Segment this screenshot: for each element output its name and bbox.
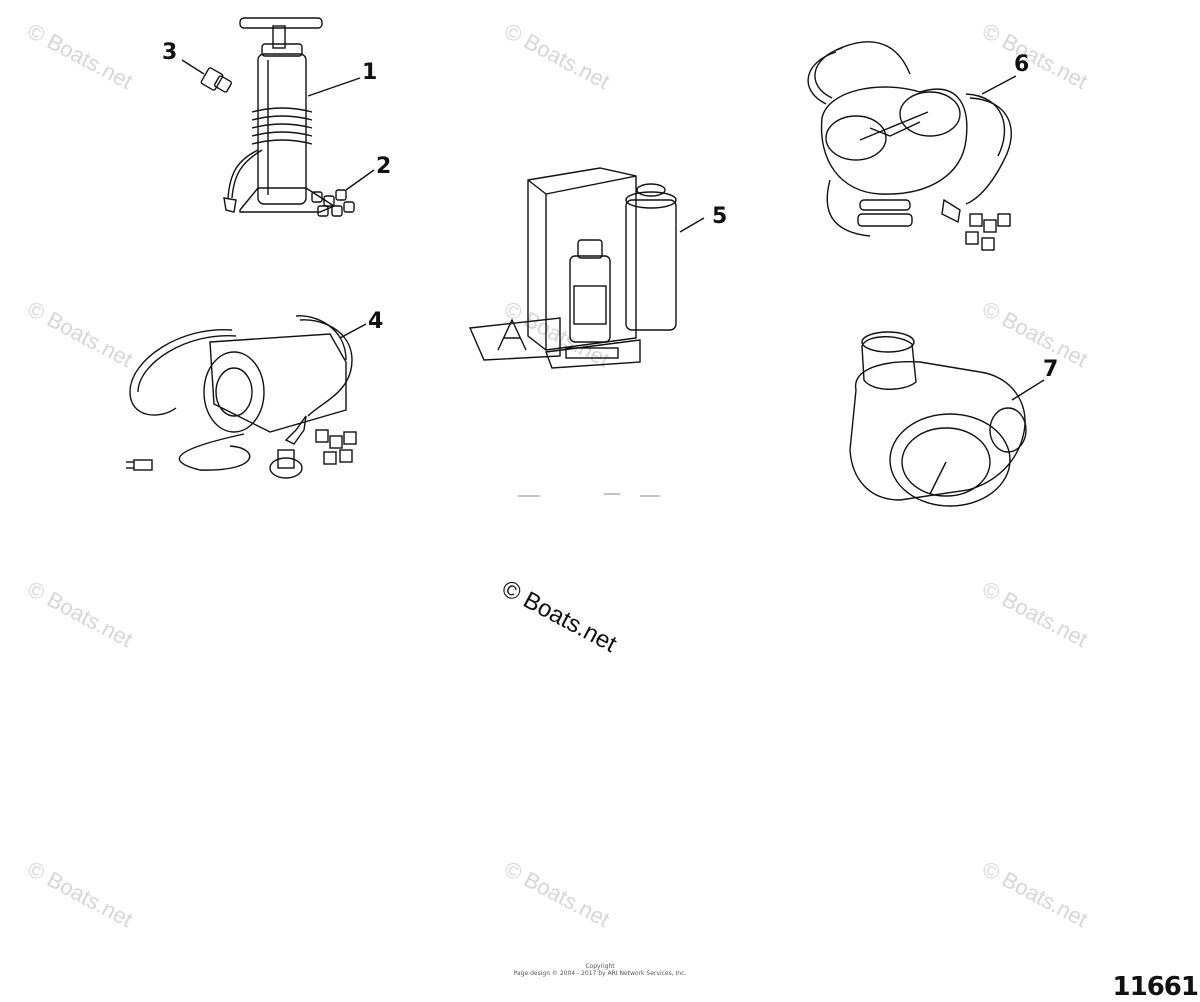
hand-pump-icon[interactable] xyxy=(223,17,361,213)
foot-pump-icon[interactable] xyxy=(807,41,1017,251)
footer-copyright: Copyright xyxy=(585,963,615,970)
footer-page-design: Page design © 2004 - 2017 by ARI Network… xyxy=(513,970,687,977)
callout-7: 7 xyxy=(1043,357,1059,382)
pressure-gauge-icon[interactable] xyxy=(849,331,1045,507)
callout-6: 6 xyxy=(1014,52,1030,77)
diagram-id: 11661 xyxy=(1112,972,1199,1002)
adapter-set-icon[interactable] xyxy=(311,169,375,217)
callout-2: 2 xyxy=(376,154,392,179)
callout-1: 1 xyxy=(362,60,378,85)
callout-3: 3 xyxy=(162,40,178,65)
repair-kit-icon[interactable] xyxy=(468,167,705,369)
callout-4: 4 xyxy=(368,309,384,334)
callout-5: 5 xyxy=(712,204,728,229)
electric-pump-icon[interactable] xyxy=(126,315,367,479)
valve-adapter-icon[interactable] xyxy=(181,59,233,93)
